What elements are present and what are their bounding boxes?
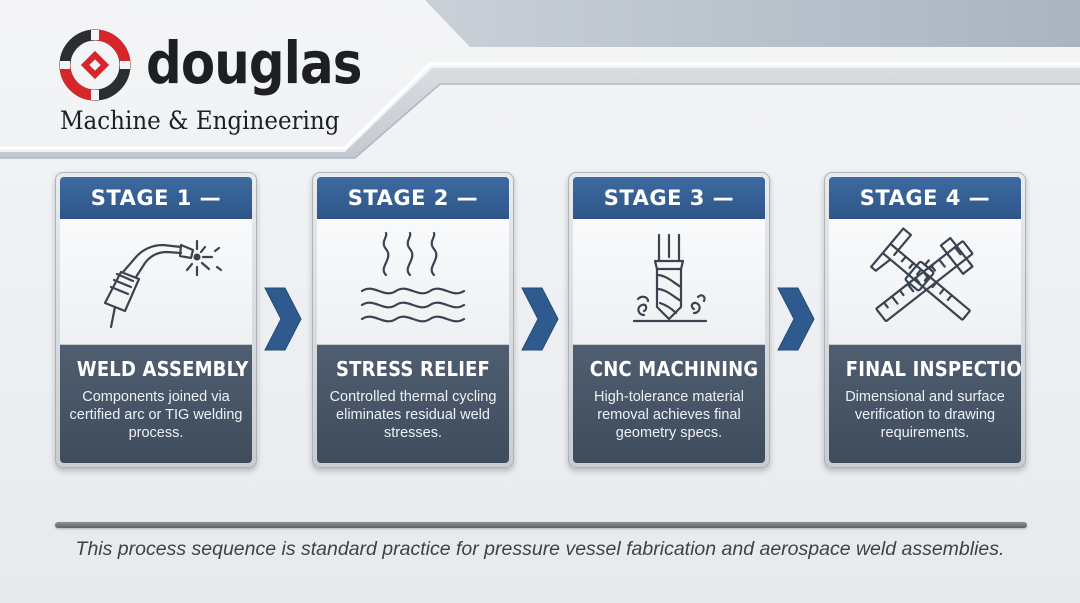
chevron-right-icon (264, 287, 302, 351)
end-mill-icon (632, 233, 708, 322)
stage-label: STAGE 2 — (317, 177, 509, 219)
stage-title: STRESS RELIEF (335, 357, 491, 381)
chevron-right-icon (777, 287, 815, 351)
stage-title: WELD ASSEMBLY (76, 357, 249, 381)
heat-waves-icon (360, 231, 466, 322)
stage-description: High-tolerance material removal achieves… (594, 389, 744, 441)
divider (55, 522, 1027, 528)
brand-tagline: Machine & Engineering (60, 106, 340, 135)
stage-description: Controlled thermal cycling eliminates re… (329, 389, 497, 441)
stage-title: CNC MACHINING (589, 357, 759, 381)
stage-card-4: STAGE 4 — FINAL INSPECTION (824, 172, 1026, 468)
stage-label: STAGE 4 — (829, 177, 1021, 219)
stage-card-2: STAGE 2 — STRESS RELIEF Controlled therm… (312, 172, 514, 468)
stage-description: Components joined via certified arc or T… (69, 389, 243, 441)
brand-name: douglas (146, 29, 362, 97)
logo-mark-icon (59, 29, 131, 101)
stage-label: STAGE 1 — (60, 177, 252, 219)
footer-note: This process sequence is standard practi… (75, 538, 1005, 560)
chevron-right-icon (521, 287, 559, 351)
stage-description: Dimensional and surface verification to … (845, 389, 1005, 441)
stage-label: STAGE 3 — (573, 177, 765, 219)
stage-title: FINAL INSPECTION (845, 357, 1021, 381)
welding-torch-icon (103, 239, 223, 328)
company-logo: douglas Machine & Engineering (58, 28, 362, 143)
stage-card-3: STAGE 3 — CNC MACHINING High-tolerance m… (568, 172, 770, 468)
stage-card-1: STAGE 1 — WE (55, 172, 257, 468)
caliper-ruler-icon (870, 226, 974, 322)
